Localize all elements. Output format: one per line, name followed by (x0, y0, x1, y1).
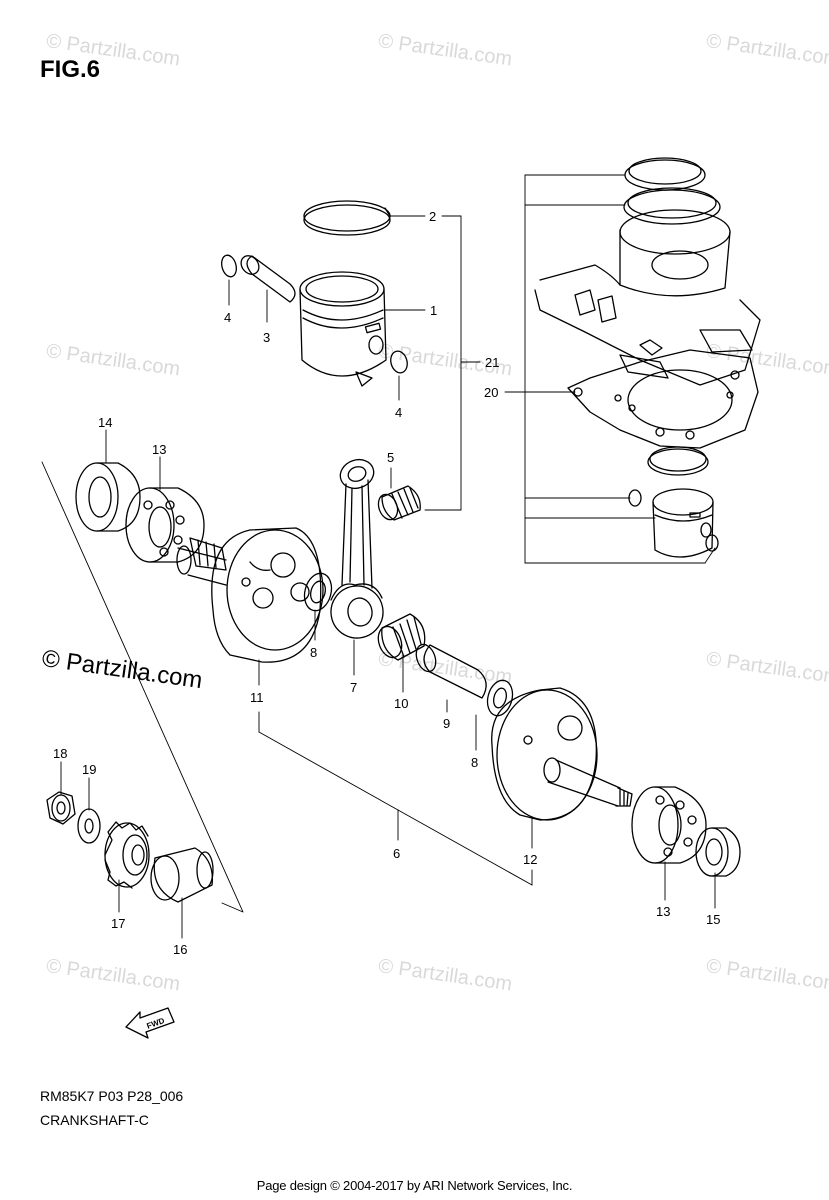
callout-4: 4 (224, 310, 231, 325)
callout-4: 4 (395, 405, 402, 420)
forward-direction-arrow: FWD (125, 1007, 175, 1039)
callout-7: 7 (350, 680, 357, 695)
crank-bearing-left (125, 487, 205, 563)
callout-21: 21 (485, 355, 499, 370)
callout-13: 13 (152, 442, 166, 457)
callout-20: 20 (484, 385, 498, 400)
crank-spacer (150, 847, 214, 903)
oil-seal-left (75, 462, 141, 532)
crank-nut (46, 791, 76, 825)
crankshaft-right-half (491, 687, 633, 821)
thrust-washer-left (303, 572, 333, 612)
callout-6: 6 (393, 846, 400, 861)
piston-pin (240, 255, 296, 303)
model-code: RM85K7 P03 P28_006 (40, 1088, 184, 1104)
callout-3: 3 (263, 330, 270, 345)
leader-lines (41, 174, 716, 939)
piston-pin-circlip-right (390, 350, 408, 374)
callout-1: 1 (430, 303, 437, 318)
crankshaft-left-half (176, 527, 324, 663)
callout-19: 19 (82, 762, 96, 777)
callout-14: 14 (98, 415, 112, 430)
callout-8: 8 (471, 755, 478, 770)
crank-pin (415, 643, 487, 699)
callout-16: 16 (173, 942, 187, 957)
callout-10: 10 (394, 696, 408, 711)
copyright-text: Page design © 2004-2017 by ARI Network S… (256, 1178, 573, 1193)
primary-drive-gear (104, 821, 150, 889)
section-name: CRANKSHAFT-C (40, 1112, 149, 1128)
callout-11: 11 (250, 690, 264, 705)
cylinder-assembly-inset (534, 157, 761, 558)
callout-17: 17 (111, 916, 125, 931)
piston-pin-circlip-left (221, 254, 237, 278)
crank-washer (77, 808, 101, 844)
callout-18: 18 (53, 746, 67, 761)
callout-8: 8 (310, 645, 317, 660)
callout-labels: 1 2 3 4 4 5 6 7 8 8 9 10 11 12 13 13 14 … (53, 209, 720, 957)
callout-12: 12 (523, 852, 537, 867)
big-end-needle-bearing (377, 613, 426, 661)
piston (299, 271, 387, 387)
connecting-rod (330, 458, 384, 639)
callout-13: 13 (656, 904, 670, 919)
piston-ring (303, 200, 391, 236)
crank-bearing-right (631, 786, 707, 864)
copyright-footer: Page design © 2004-2017 by ARI Network S… (0, 1178, 829, 1193)
oil-seal-right (695, 827, 741, 877)
callout-2: 2 (429, 209, 436, 224)
figure-title: FIG.6 (40, 56, 101, 83)
callout-5: 5 (387, 450, 394, 465)
callout-9: 9 (443, 716, 450, 731)
small-end-needle-bearing (377, 485, 421, 521)
callout-15: 15 (706, 912, 720, 927)
